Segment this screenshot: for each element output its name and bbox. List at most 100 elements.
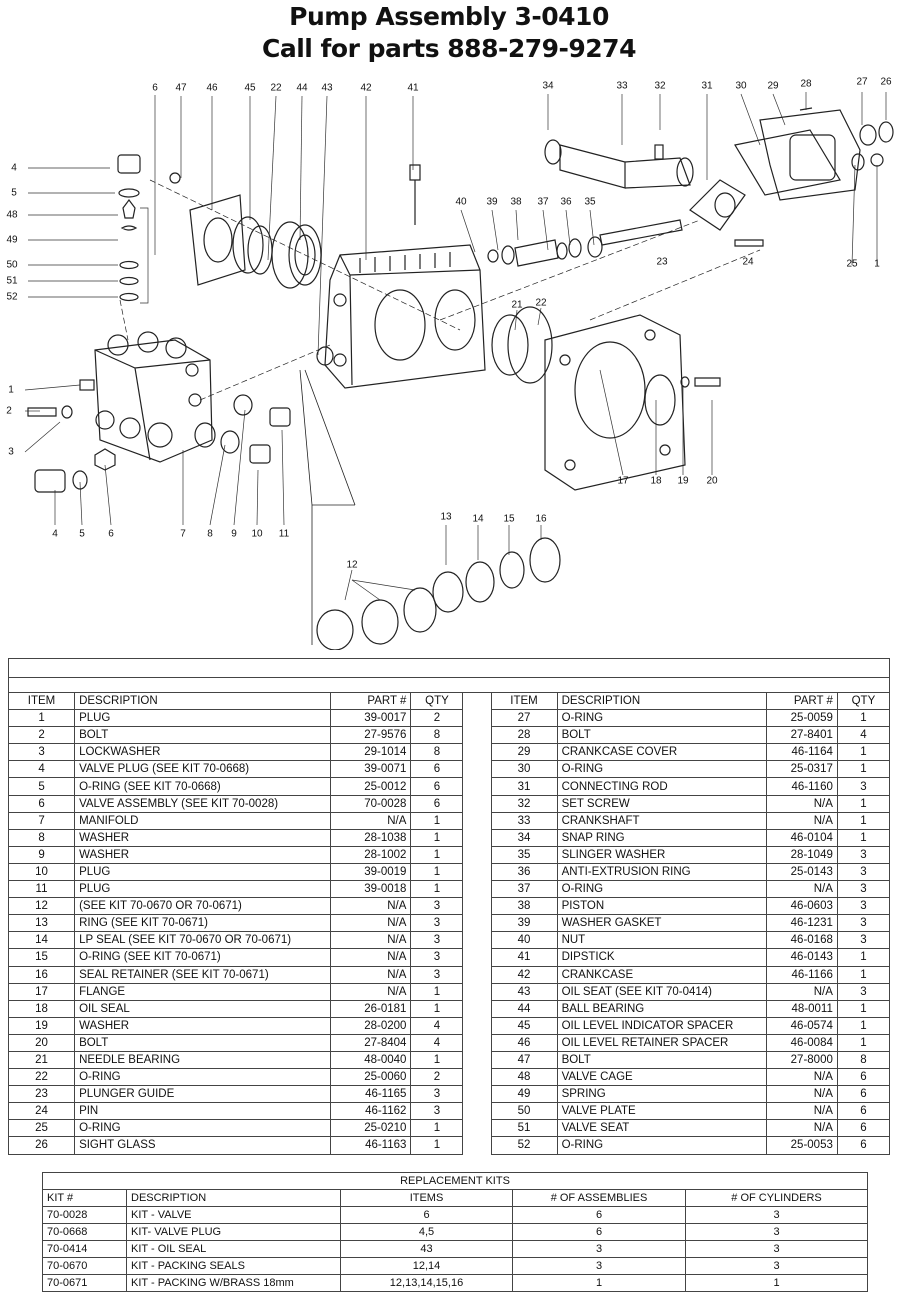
item-number: 36 — [490, 862, 558, 882]
callout: 20 — [706, 475, 718, 487]
item-number: 18 — [7, 999, 76, 1018]
item-number: 30 — [490, 760, 558, 779]
part-number: N/A — [765, 1068, 838, 1087]
part-number: 39-0071 — [330, 760, 412, 779]
gap — [462, 880, 492, 898]
kit-description: KIT - OIL SEAL — [126, 1240, 341, 1258]
item-number: 5 — [7, 777, 76, 796]
quantity: 3 — [836, 777, 891, 796]
quantity: 1 — [836, 1016, 891, 1035]
callout: 42 — [360, 82, 372, 94]
kit-cylinders: 3 — [685, 1240, 868, 1258]
item-description: VALVE ASSEMBLY (SEE KIT 70-0028) — [74, 794, 332, 813]
item-description: OIL LEVEL INDICATOR SPACER — [556, 1016, 767, 1035]
item-description: VALVE CAGE — [556, 1068, 767, 1087]
callout: 31 — [701, 80, 713, 92]
quantity: 1 — [836, 794, 891, 813]
kit-assemblies: 3 — [512, 1257, 686, 1275]
item-description: LOCKWASHER — [74, 743, 332, 762]
item-description: O-RING — [556, 1136, 767, 1155]
item-description: PLUG — [74, 862, 332, 882]
quantity: 1 — [410, 1050, 464, 1070]
item-number: 11 — [7, 880, 76, 899]
gap — [462, 948, 492, 966]
item-number: 9 — [7, 845, 76, 864]
item-number: 15 — [7, 948, 76, 967]
item-number: 38 — [490, 897, 558, 916]
item-description: SET SCREW — [556, 794, 767, 813]
blank-row — [8, 677, 890, 693]
item-number: 13 — [7, 914, 76, 933]
callout: 3 — [8, 446, 14, 458]
quantity: 3 — [836, 897, 891, 916]
callout: 18 — [650, 475, 662, 487]
callout: 48 — [6, 209, 18, 221]
gap — [462, 1102, 492, 1120]
quantity: 1 — [410, 1119, 464, 1138]
kit-assemblies: 3 — [512, 1240, 686, 1258]
part-number: N/A — [765, 1119, 838, 1138]
pump-drawing — [24, 92, 894, 650]
item-description: O-RING (SEE KIT 70-0668) — [74, 777, 332, 796]
quantity: 1 — [410, 1136, 464, 1155]
callout: 29 — [767, 80, 779, 92]
kits-title: REPLACEMENT KITS — [42, 1172, 868, 1190]
part-number: 25-0317 — [765, 760, 838, 779]
gap — [462, 846, 492, 864]
item-number: 39 — [490, 914, 558, 933]
callout: 41 — [407, 82, 419, 94]
item-description: SPRING — [556, 1085, 767, 1104]
item-description: WASHER — [74, 828, 332, 847]
part-number: N/A — [330, 931, 412, 950]
item-number: 1 — [7, 709, 76, 728]
kit-number: 70-0670 — [42, 1257, 127, 1275]
quantity: 1 — [836, 1033, 891, 1052]
quantity: 1 — [410, 999, 464, 1018]
callout: 50 — [6, 259, 18, 271]
kit-items: 6 — [340, 1206, 513, 1224]
item-description: VALVE SEAT — [556, 1119, 767, 1138]
part-number: 39-0019 — [330, 862, 412, 882]
callout: 19 — [677, 475, 689, 487]
gap — [462, 1068, 492, 1086]
quantity: 3 — [410, 1102, 464, 1121]
quantity: 1 — [836, 760, 891, 779]
kit-description: KIT - PACKING SEALS — [126, 1257, 341, 1275]
part-number: 46-1163 — [330, 1136, 412, 1155]
callout: 38 — [510, 196, 522, 208]
item-description: NUT — [556, 931, 767, 950]
quantity: 3 — [836, 931, 891, 950]
callout: 11 — [278, 528, 290, 540]
gap — [462, 726, 492, 744]
item-number: 29 — [490, 743, 558, 762]
callout: 36 — [560, 196, 572, 208]
quantity: 4 — [836, 726, 891, 745]
kit-items: 43 — [340, 1240, 513, 1258]
item-description: PISTON — [556, 897, 767, 916]
item-description: WASHER GASKET — [556, 914, 767, 933]
item-description: SNAP RING — [556, 828, 767, 847]
item-description: CRANKCASE — [556, 965, 767, 984]
item-number: 46 — [490, 1033, 558, 1052]
callout: 39 — [486, 196, 498, 208]
item-number: 16 — [7, 965, 76, 984]
quantity: 3 — [836, 982, 891, 1001]
quantity: 8 — [410, 726, 464, 745]
item-description: OIL SEAL — [74, 999, 332, 1018]
item-description: OIL LEVEL RETAINER SPACER — [556, 1033, 767, 1052]
quantity: 2 — [410, 1068, 464, 1087]
part-number: 39-0018 — [330, 880, 412, 899]
part-number: N/A — [765, 1085, 838, 1104]
col-part: PART # — [330, 691, 412, 711]
part-number: 46-1164 — [765, 743, 838, 762]
item-number: 8 — [7, 828, 76, 847]
item-number: 4 — [7, 760, 76, 779]
